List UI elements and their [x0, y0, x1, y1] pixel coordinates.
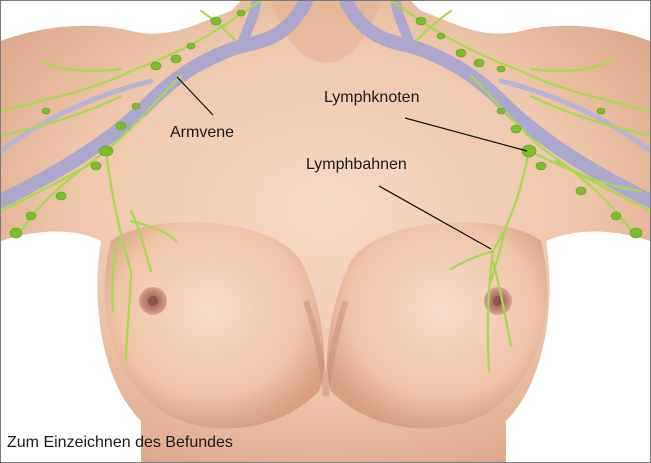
lymphbahnen-label: Lymphbahnen: [306, 157, 407, 173]
lymphknoten-label: Lymphknoten: [324, 90, 419, 106]
armvene-label: Armvene: [170, 125, 234, 141]
caption-text: Zum Einzeichnen des Befundes: [7, 434, 233, 452]
